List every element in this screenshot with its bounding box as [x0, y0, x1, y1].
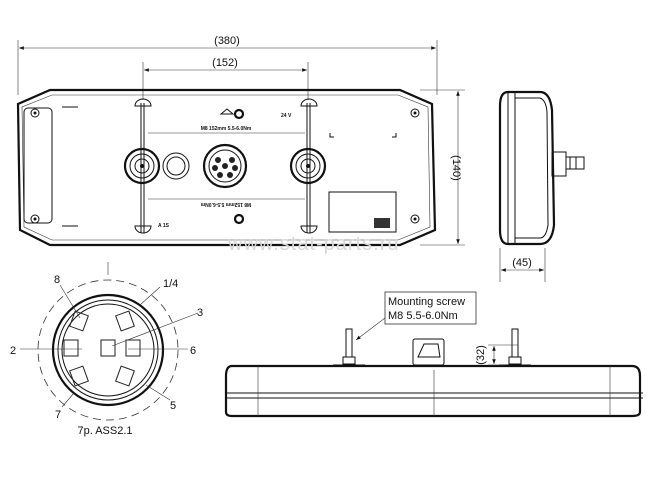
type-plate	[328, 191, 397, 233]
dimension-label: (152)	[212, 57, 238, 69]
pin-label-1-4: 1/4	[163, 278, 178, 290]
dimension-label: (140)	[450, 155, 462, 181]
mounting-stud-left	[123, 147, 161, 185]
rear-view: 24 V M8 152mm 5.5-6.0Nm M8 152mm 5.5-6.0…	[16, 88, 437, 247]
dimension-depth: (45)	[499, 248, 546, 282]
bottom-view	[224, 328, 643, 418]
pin-label-8: 8	[54, 274, 60, 286]
marking-label: A 1S	[158, 223, 170, 229]
pin-label-2: 2	[10, 345, 16, 357]
dimension-overall-length: (380)	[17, 35, 438, 95]
pin-label-5: 5	[170, 400, 176, 412]
pin-label-6: 6	[190, 345, 196, 357]
mounting-stud-right	[499, 328, 531, 366]
side-view	[498, 90, 585, 246]
mounting-stud-right	[289, 147, 327, 185]
connector-socket	[202, 143, 248, 189]
dimension-mount-spacing: (152)	[142, 57, 309, 100]
pin-label-7: 7	[55, 409, 61, 421]
mounting-screw-callout: Mounting screw M8 5.5-6.0Nm	[355, 291, 477, 341]
dimension-label: (32)	[475, 345, 487, 365]
callout-line-2: M8 5.5-6.0Nm	[388, 310, 458, 322]
pin-label-3: 3	[197, 307, 203, 319]
torque-label-top: M8 152mm 5.5-6.0Nm	[201, 126, 252, 132]
dimension-stud-length: (32)	[475, 344, 518, 366]
callout-line-1: Mounting screw	[388, 296, 465, 308]
connector-face-view: 8 1/4 3 2 6 5 7 7p. ASS2.1	[10, 262, 203, 437]
torque-label-bottom: M8 152mm 5.5-6.0Nm	[200, 201, 251, 207]
dimension-label: (380)	[214, 35, 240, 47]
mounting-stud-left	[333, 328, 365, 366]
voltage-label: 24 V	[281, 113, 292, 119]
dimension-height: (140)	[420, 89, 465, 246]
connector-caption: 7p. ASS2.1	[77, 425, 132, 437]
watermark: www.stat-parts.ru	[227, 233, 399, 255]
dimension-label: (45)	[512, 257, 532, 269]
